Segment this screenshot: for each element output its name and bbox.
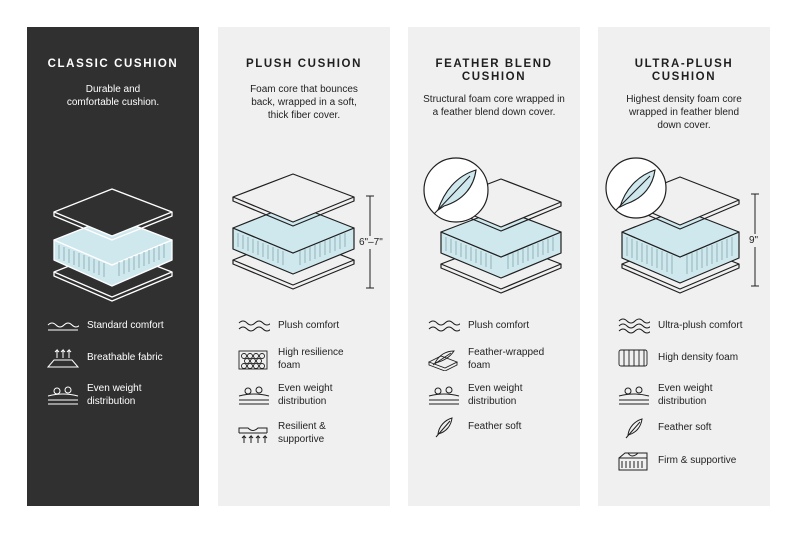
feature-label: Ultra-plush comfort [658, 319, 743, 331]
feature-item: High resilience foam [236, 347, 384, 372]
feather-wrapped-foam-icon [426, 349, 460, 371]
height-label: 9" [749, 234, 759, 247]
feature-item: Firm & supportive [616, 450, 764, 472]
feature-label: Feather soft [468, 420, 522, 432]
feature-item: Even weight distribution [236, 383, 384, 408]
weight-distribution-icon [616, 385, 650, 407]
panel-title: PLUSH CUSHION [245, 58, 362, 70]
weight-distribution-icon [45, 385, 79, 407]
feature-item: Resilient & supportive [236, 421, 384, 446]
feature-label: Firm & supportive [658, 454, 737, 466]
wave-icon [616, 315, 650, 337]
plush-cushion-panel: PLUSH CUSHION Foam core that bounces bac… [218, 27, 390, 506]
panel-description: Structural foam core wrapped in a feathe… [423, 94, 565, 118]
feature-item: Plush comfort [426, 315, 574, 337]
feature-label: Breathable fabric [87, 351, 163, 363]
feather-badge-icon [423, 157, 489, 223]
wave-icon [45, 315, 79, 337]
feature-label: Standard comfort [87, 319, 164, 331]
feature-item: Ultra-plush comfort [616, 315, 764, 337]
feature-item: Even weight distribution [45, 383, 193, 408]
feature-item: Feather soft [426, 416, 574, 438]
feature-label: Even weight distribution [278, 383, 333, 407]
feature-item: Feather-wrapped foam [426, 347, 574, 372]
high-density-foam-icon [616, 347, 650, 369]
feather-icon [616, 417, 650, 439]
feature-item: Even weight distribution [616, 383, 764, 408]
feature-label: Even weight distribution [87, 383, 142, 407]
cushion-layers-illustration [408, 152, 580, 302]
feather-blend-cushion-panel: FEATHER BLEND CUSHION Structural foam co… [408, 27, 580, 506]
cushion-layers-illustration: 9" [598, 152, 770, 302]
cushion-layers-illustration: 6"–7" [218, 152, 390, 302]
classic-cushion-panel: CLASSIC CUSHION Durable and comfortable … [27, 27, 199, 506]
panel-description: Highest density foam core wrapped in fea… [626, 94, 742, 131]
feature-item: Feather soft [616, 417, 764, 439]
weight-distribution-icon [236, 385, 270, 407]
height-label: 6"–7" [359, 236, 383, 249]
foam-cells-icon [236, 349, 270, 371]
wave-icon [236, 315, 270, 337]
feature-label: Plush comfort [468, 319, 530, 331]
feature-item: Standard comfort [45, 315, 193, 337]
feature-label: Feather soft [658, 421, 712, 433]
panel-title: ULTRA-PLUSH CUSHION [634, 58, 734, 83]
ultra-plush-cushion-panel: ULTRA-PLUSH CUSHION Highest density foam… [598, 27, 770, 506]
resilient-support-icon [236, 423, 270, 445]
feature-label: Plush comfort [278, 319, 340, 331]
feature-label: Even weight distribution [658, 383, 713, 407]
firm-support-icon [616, 450, 650, 472]
feature-item: High density foam [616, 347, 764, 369]
feature-label: Feather-wrapped foam [468, 347, 545, 371]
panel-description: Durable and comfortable cushion. [66, 84, 160, 108]
panel-title: FEATHER BLEND CUSHION [435, 58, 553, 83]
feature-item: Breathable fabric [45, 347, 193, 369]
feature-label: High density foam [658, 351, 739, 363]
weight-distribution-icon [426, 385, 460, 407]
feature-label: Even weight distribution [468, 383, 523, 407]
feature-item: Plush comfort [236, 315, 384, 337]
wave-icon [426, 315, 460, 337]
breathable-fabric-icon [45, 347, 79, 369]
panel-description: Foam core that bounces back, wrapped in … [250, 84, 358, 121]
cushion-layers-illustration [27, 152, 199, 302]
panel-title: CLASSIC CUSHION [47, 58, 179, 70]
feather-badge-icon [605, 157, 667, 219]
feature-label: High resilience foam [278, 347, 344, 371]
feature-label: Resilient & supportive [278, 421, 326, 445]
feather-icon [426, 416, 460, 438]
feature-item: Even weight distribution [426, 383, 574, 408]
